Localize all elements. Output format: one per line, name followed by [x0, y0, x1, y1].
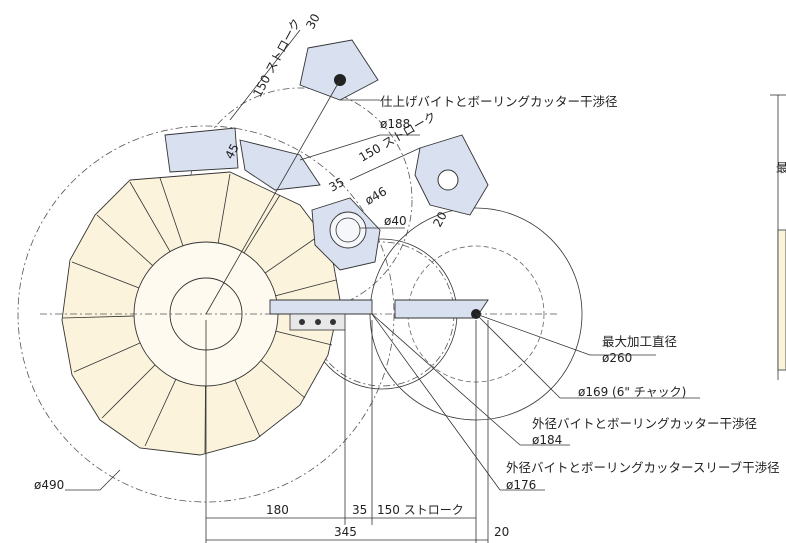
label-outer-bite-boring: 外径バイトとボーリングカッター干渉径	[532, 416, 757, 431]
tool-bar-left	[269, 299, 373, 315]
label-d40: ø40	[384, 214, 407, 228]
label-finish-bite-boring: 仕上げバイトとボーリングカッター干渉径	[380, 94, 618, 109]
label-d260: ø260	[602, 351, 632, 365]
label-d20-top: 20	[430, 209, 450, 229]
label-dim345: 345	[334, 525, 357, 539]
label-stroke-top: 150 ストローク	[250, 16, 303, 99]
label-dim20: 20	[494, 525, 509, 539]
label-dim35: 35	[352, 503, 367, 517]
label-outer-bite-sleeve: 外径バイトとボーリングカッタースリーブ干渉径	[506, 460, 780, 475]
label-d46: ø46	[363, 184, 390, 207]
label-d184: ø184	[532, 433, 562, 447]
label-d45: 45	[222, 141, 242, 161]
label-d490: ø490	[34, 478, 64, 492]
tool-block-left	[164, 127, 239, 173]
label-d188: ø188	[380, 117, 410, 131]
label-max-machining-dia: 最大加工直径	[602, 334, 677, 349]
label-edge-char: 最	[776, 161, 786, 175]
label-d35-top: 35	[327, 175, 347, 195]
tool-block-left2	[239, 139, 321, 191]
label-d176: ø176	[506, 478, 536, 492]
label-d169: ø169 (6" チャック)	[578, 385, 686, 399]
label-d30: 30	[303, 11, 323, 31]
label-dim150: 150 ストローク	[377, 503, 464, 517]
label-dim180: 180	[266, 503, 289, 517]
tool-block-top	[299, 39, 379, 101]
